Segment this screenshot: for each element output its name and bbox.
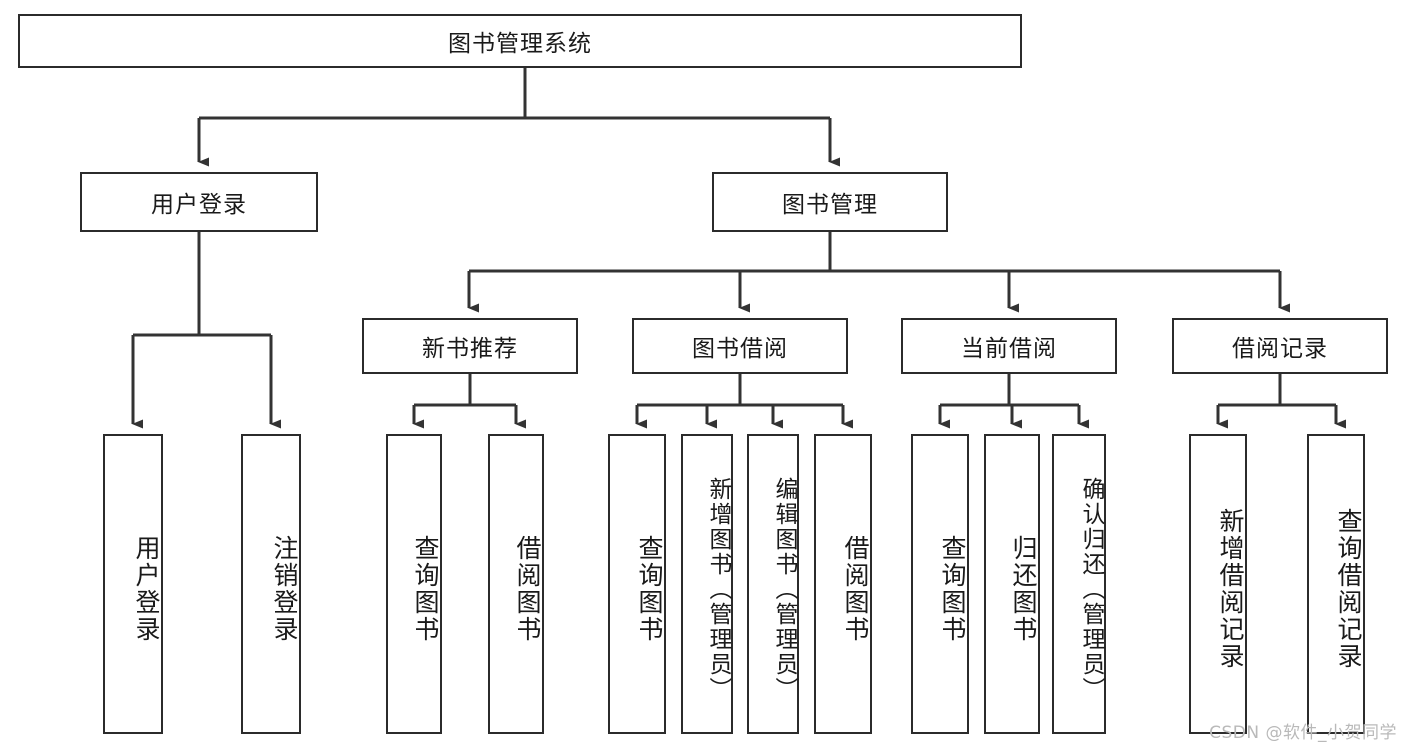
node-label: 借阅图书 bbox=[513, 535, 542, 643]
node-label: 查询借阅记录 bbox=[1334, 508, 1363, 670]
node-book-management[interactable]: 图书管理 bbox=[712, 172, 948, 232]
leaf-current-query-book[interactable]: 查询图书 bbox=[911, 434, 969, 734]
leaf-current-return-book[interactable]: 归还图书 bbox=[984, 434, 1040, 734]
node-label: 用户登录 bbox=[151, 192, 247, 218]
csdn-watermark: CSDN @软件_小贺同学 bbox=[1209, 723, 1397, 743]
node-label: 借阅记录 bbox=[1232, 336, 1328, 362]
leaf-user-logout[interactable]: 注销登录 bbox=[241, 434, 301, 734]
node-label: 新增借阅记录 bbox=[1216, 508, 1245, 670]
node-label: 新增图书（管理员） bbox=[705, 476, 731, 702]
leaf-record-query-borrow-record[interactable]: 查询借阅记录 bbox=[1307, 434, 1365, 734]
node-label: 图书借阅 bbox=[692, 336, 788, 362]
node-label: 注销登录 bbox=[270, 535, 299, 643]
node-user-login[interactable]: 用户登录 bbox=[80, 172, 318, 232]
leaf-borrow-edit-book-admin[interactable]: 编辑图书（管理员） bbox=[747, 434, 799, 734]
node-book-borrowing[interactable]: 图书借阅 bbox=[632, 318, 848, 374]
leaf-user-login[interactable]: 用户登录 bbox=[103, 434, 163, 734]
node-root-book-management-system[interactable]: 图书管理系统 bbox=[18, 14, 1022, 68]
node-label: 归还图书 bbox=[1009, 535, 1038, 643]
leaf-current-confirm-return-admin[interactable]: 确认归还（管理员） bbox=[1052, 434, 1106, 734]
node-new-book-recommendation[interactable]: 新书推荐 bbox=[362, 318, 578, 374]
leaf-recommend-borrow-book[interactable]: 借阅图书 bbox=[488, 434, 544, 734]
node-label: 图书管理 bbox=[782, 192, 878, 218]
leaf-borrow-add-book-admin[interactable]: 新增图书（管理员） bbox=[681, 434, 733, 734]
leaf-borrow-query-book[interactable]: 查询图书 bbox=[608, 434, 666, 734]
node-label: 用户登录 bbox=[132, 535, 161, 643]
node-label: 新书推荐 bbox=[422, 336, 518, 362]
node-label: 当前借阅 bbox=[961, 336, 1057, 362]
node-label: 图书管理系统 bbox=[448, 31, 592, 57]
node-label: 查询图书 bbox=[635, 535, 664, 643]
node-label: 查询图书 bbox=[411, 535, 440, 643]
leaf-record-add-borrow-record[interactable]: 新增借阅记录 bbox=[1189, 434, 1247, 734]
node-current-borrowing[interactable]: 当前借阅 bbox=[901, 318, 1117, 374]
node-label: 编辑图书（管理员） bbox=[771, 476, 797, 702]
node-label: 查询图书 bbox=[938, 535, 967, 643]
node-label: 确认归还（管理员） bbox=[1078, 476, 1104, 702]
node-borrowing-record[interactable]: 借阅记录 bbox=[1172, 318, 1388, 374]
node-label: 借阅图书 bbox=[841, 535, 870, 643]
leaf-borrow-borrow-book[interactable]: 借阅图书 bbox=[814, 434, 872, 734]
leaf-recommend-query-book[interactable]: 查询图书 bbox=[386, 434, 442, 734]
